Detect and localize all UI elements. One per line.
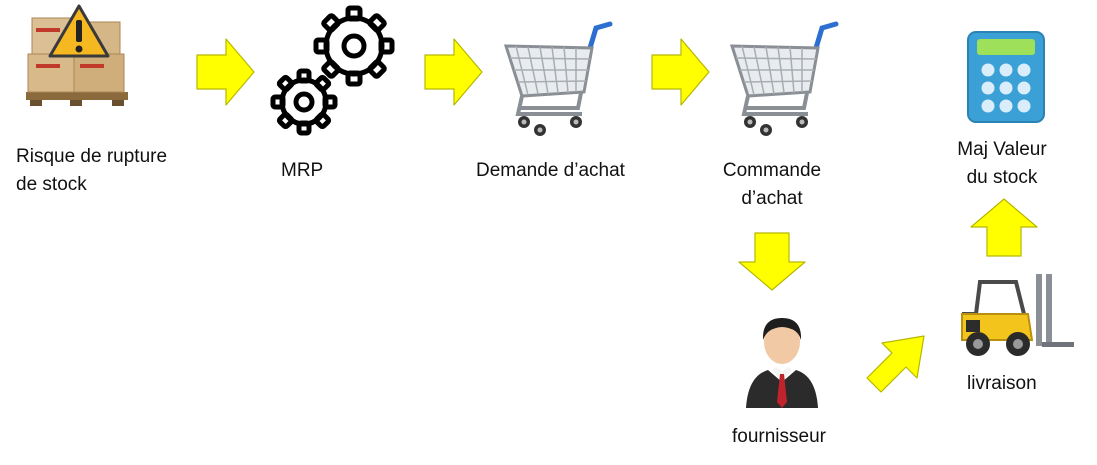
edge-arrow-delivery-to-stock-value: [970, 198, 1038, 258]
edge-arrow-purchase-order-to-supplier: [738, 232, 806, 292]
node-stock-risk: [22, 4, 132, 110]
calculator-icon: [967, 31, 1045, 123]
shopping-cart-icon: [729, 21, 839, 136]
node-label-stock-value: Maj Valeur du stock: [957, 139, 1047, 188]
warning-boxes-icon: [26, 4, 128, 106]
node-label-delivery: livraison: [967, 373, 1037, 394]
edge-arrow-purchase-request-to-purchase-order: [651, 38, 711, 106]
node-mrp: [270, 5, 400, 134]
gears-icon: [270, 5, 400, 134]
node-label-purchase-request: Demande d’achat: [476, 160, 625, 181]
node-purchase-request: [500, 18, 618, 138]
edge-arrow-supplier-to-delivery: [866, 334, 926, 394]
node-stock-value: [966, 30, 1046, 124]
businessman-icon: [746, 318, 818, 408]
node-purchase-order: [726, 18, 844, 138]
node-label-supplier: fournisseur: [732, 426, 826, 447]
shopping-cart-icon: [503, 21, 613, 136]
edge-arrow-mrp-to-purchase-request: [424, 38, 484, 106]
forklift-icon: [961, 274, 1074, 356]
edge-arrow-stock-risk-to-mrp: [196, 38, 256, 106]
node-delivery: [958, 268, 1076, 360]
node-label-mrp: MRP: [281, 160, 324, 181]
node-label-purchase-order: Commande d’achat: [722, 160, 822, 209]
node-supplier: [742, 312, 822, 412]
node-label-stock-risk: Risque de rupture de stock: [16, 146, 168, 195]
